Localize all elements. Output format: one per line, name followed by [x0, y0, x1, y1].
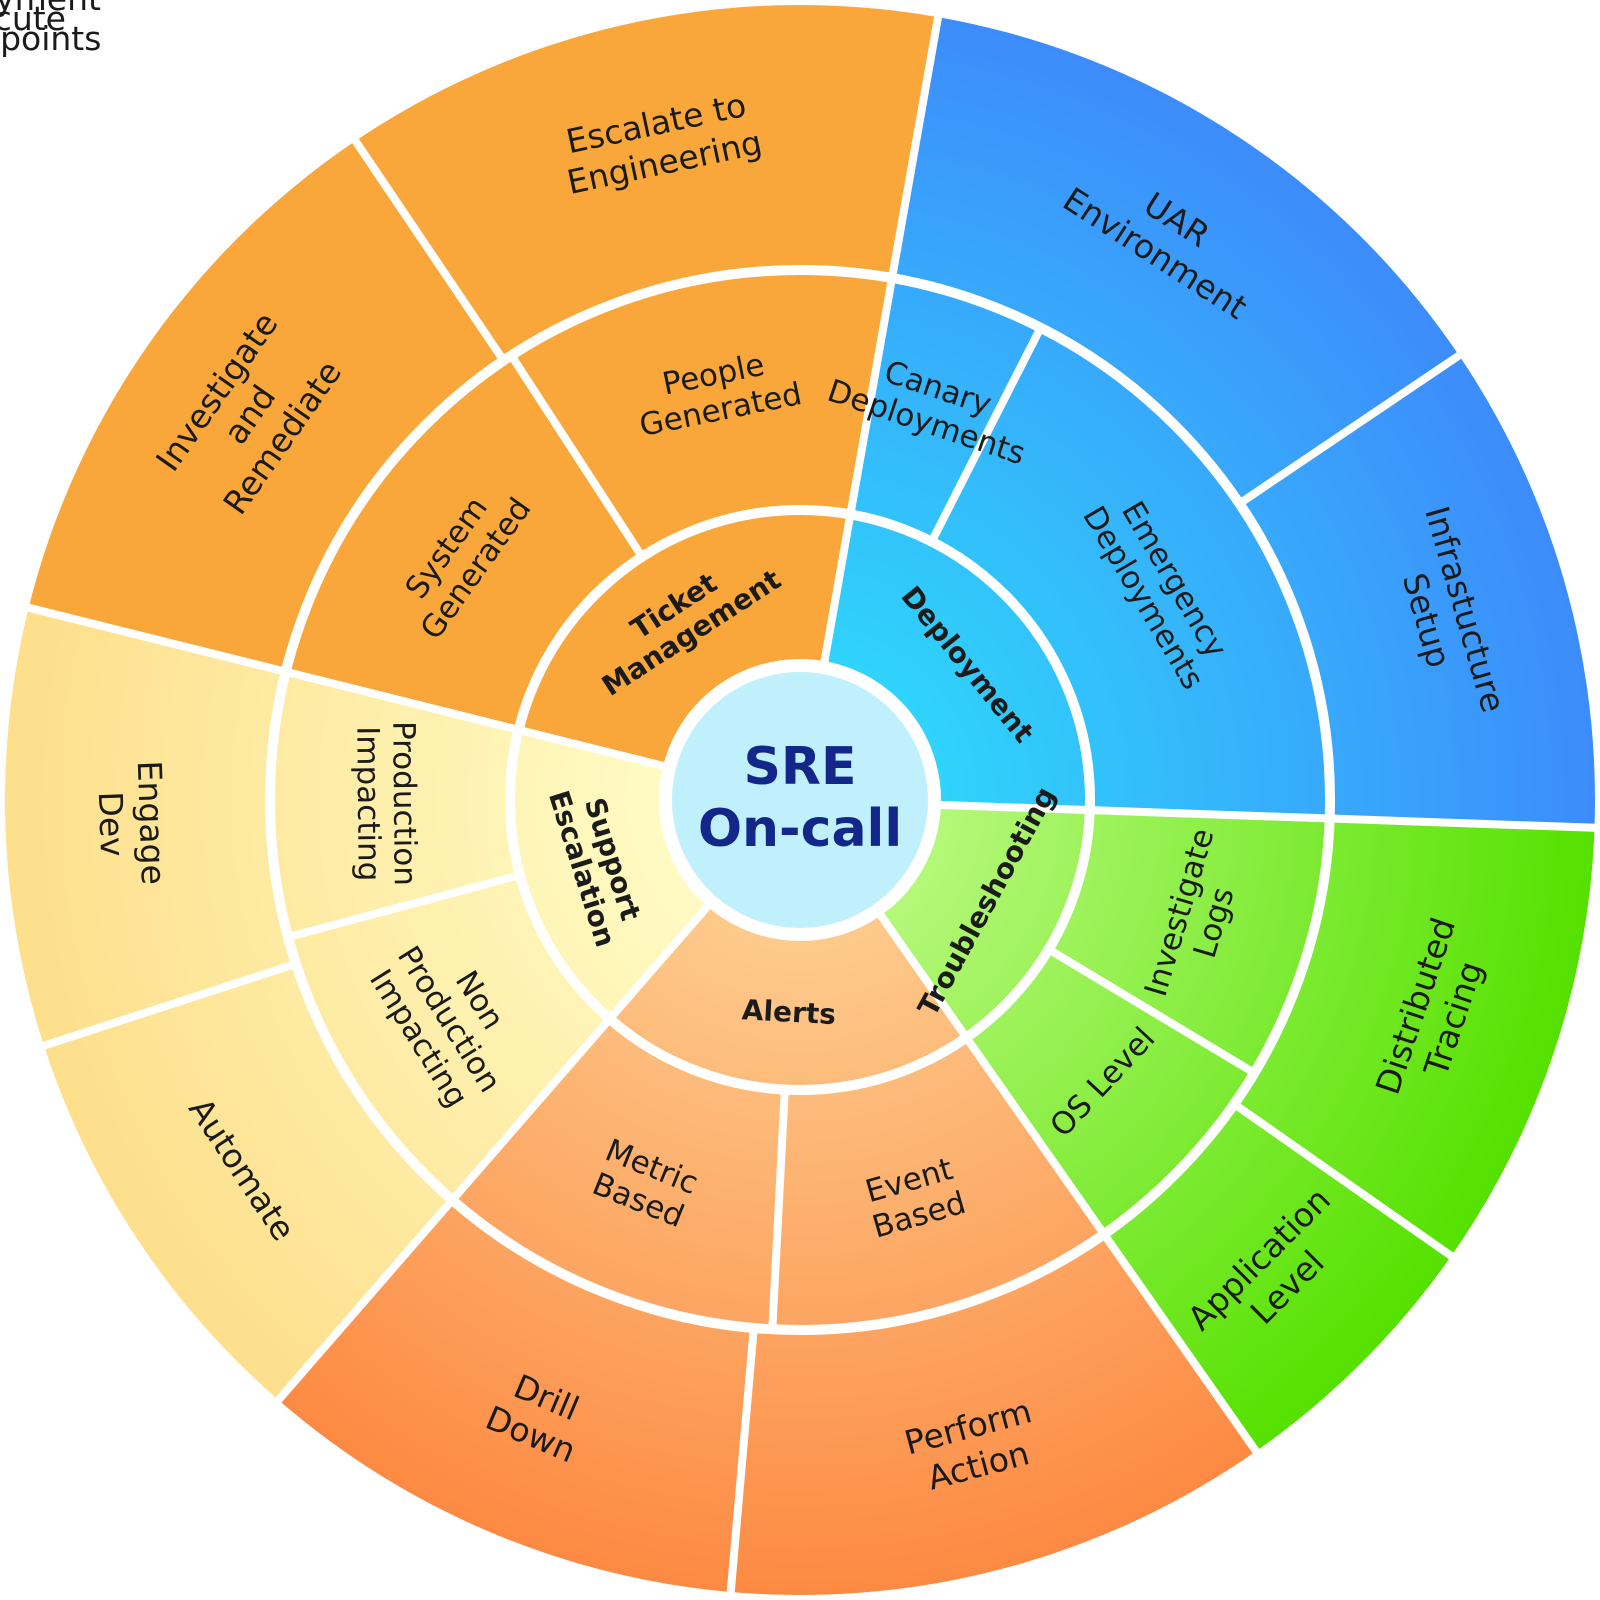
deployment-leaf-3-label-line-3: Checkpoints	[0, 19, 101, 58]
troubleshooting-ring-4-divider-1	[1231, 1100, 1454, 1260]
ring-3-4-gap	[265, 265, 1335, 1335]
center-title-line-2: On-call	[698, 799, 902, 859]
ticket-management-ring-2-sector	[518, 510, 851, 767]
ticket-management-leaf-3-label: Evaluate andExecute	[0, 0, 108, 38]
alerts-boundary	[875, 910, 1263, 1459]
hub-gap	[659, 659, 941, 941]
center-title-line-1: SRE	[743, 737, 856, 797]
ring-2-3-gap	[505, 505, 1095, 1095]
support-escalation-leaf-2-label-line-2: Dev	[91, 791, 132, 858]
troubleshooting-boundary	[937, 800, 1600, 832]
alerts-ring-3-divider	[768, 1089, 789, 1330]
ticket-management-leaf-3-label-line-2: Execute	[0, 0, 66, 38]
deployment-ring-4-divider-1	[1237, 352, 1462, 507]
support-escalation-sub-2-label: ProductionImpacting	[350, 721, 423, 887]
support-escalation-ring-3-divider	[287, 871, 521, 942]
ticket-management-ring-4-divider-1	[352, 138, 507, 363]
support-escalation-sub-2-label-line-2: Impacting	[350, 726, 387, 881]
support-escalation-ring-4-divider-1	[42, 959, 298, 1050]
deployment-boundary	[820, 10, 944, 665]
deployment-ring-3-sector	[850, 278, 1330, 819]
support-escalation-leaf-2-label-line-1: Engage	[130, 760, 173, 885]
troubleshooting-ring-3-divider	[1046, 945, 1257, 1077]
center-hub	[672, 672, 928, 928]
support-escalation-sub-2-label-line-1: Production	[386, 721, 423, 886]
alerts-ring-2-sector	[609, 904, 967, 1090]
troubleshooting-ring-2-sector	[879, 804, 1090, 1038]
troubleshooting-ring-4-sector	[1103, 818, 1595, 1452]
alerts-label: Alerts	[741, 993, 837, 1031]
deployment-leaf-3-label: PostDeploymentCheckpoints	[0, 0, 101, 58]
alerts-label-line-1: Alerts	[741, 993, 837, 1031]
deployment-leaf-3-label-line-2: Deployment	[0, 0, 101, 18]
support-escalation-ring-3-sector	[269, 671, 610, 1200]
support-escalation-ring-4-sector	[5, 607, 453, 1400]
ticket-management-ring-3-divider	[507, 353, 646, 559]
support-escalation-leaf-2-label: EngageDev	[90, 760, 173, 887]
alerts-ring-4-sector	[278, 1199, 1256, 1595]
alerts-leaf-2-label: DrillDown	[480, 1361, 597, 1470]
troubleshooting-ring-3-sector	[966, 810, 1330, 1235]
alerts-ring-4-divider-1	[726, 1327, 758, 1593]
deployment-ring-4-sector	[892, 17, 1596, 828]
ticket-management-ring-4-sector	[28, 5, 939, 672]
ticket-management-boundary	[21, 602, 668, 771]
deployment-ring-2-sector	[823, 514, 1090, 811]
support-escalation-boundary	[271, 901, 713, 1408]
ticket-management-ring-3-sector	[285, 269, 893, 730]
deployment-ring-3-divider	[928, 325, 1045, 544]
